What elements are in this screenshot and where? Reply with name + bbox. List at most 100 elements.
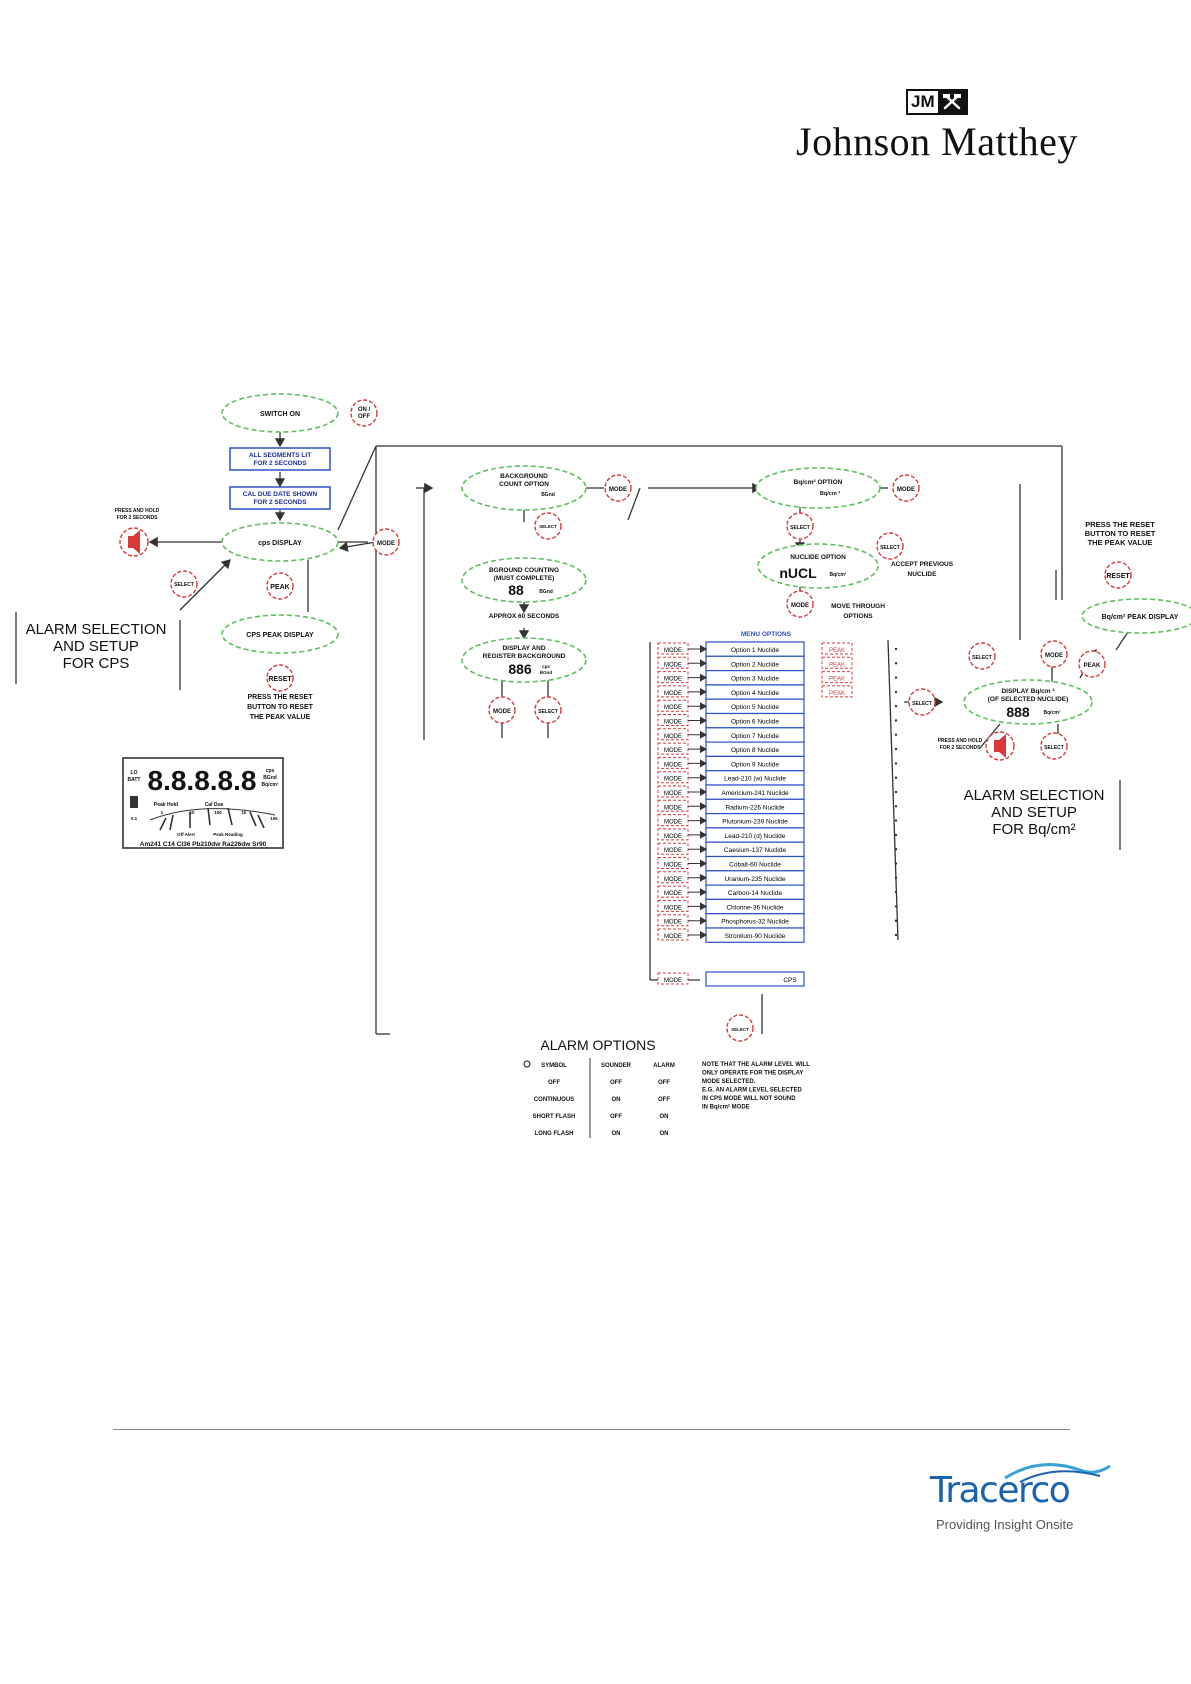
select-button-cps[interactable]: SELECT: [731, 1027, 749, 1032]
menu-item-label[interactable]: Option 2 Nuclide: [731, 661, 779, 668]
menu-mode-label[interactable]: MODE: [664, 677, 682, 683]
menu-mode-label[interactable]: MODE: [664, 834, 682, 840]
menu-dot: [894, 676, 898, 679]
menu-peak-button[interactable]: [821, 671, 853, 684]
menu-item-label[interactable]: Lead-210 (d) Nuclide: [725, 833, 786, 840]
display-register-bgnd: BGnd: [540, 670, 552, 675]
menu-mode-label[interactable]: MODE: [664, 877, 682, 883]
menu-mode-label[interactable]: MODE: [664, 748, 682, 754]
menu-mode-label[interactable]: MODE: [664, 691, 682, 697]
lcd-peak-reading-label: Peak Reading: [213, 832, 243, 837]
cps-menu-item-label[interactable]: CPS: [783, 977, 797, 984]
menu-peak-button[interactable]: [821, 685, 853, 698]
menu-item-label[interactable]: Uranium-235 Nuclide: [724, 876, 785, 883]
nuclide-option-line-0: NUCLIDE OPTION: [790, 554, 846, 561]
menu-item-label[interactable]: Lead-210 (w) Nuclide: [724, 776, 786, 783]
select-button-3[interactable]: SELECT: [538, 709, 558, 715]
menu-mode-label[interactable]: MODE: [664, 848, 682, 854]
menu-mode-label[interactable]: MODE: [664, 863, 682, 869]
mode-button-4[interactable]: MODE: [897, 487, 915, 493]
menu-mode-label[interactable]: MODE: [664, 820, 682, 826]
bkg-select-button[interactable]: SELECT: [539, 524, 557, 529]
reset-button-left[interactable]: RESET: [268, 676, 292, 683]
menu-peak-label[interactable]: PEAK: [829, 648, 845, 654]
select-button-left[interactable]: SELECT: [174, 582, 194, 588]
display-register-line-0: DISPLAY AND: [502, 645, 545, 652]
menu-mode-label[interactable]: MODE: [664, 705, 682, 711]
menu-mode-label[interactable]: MODE: [664, 720, 682, 726]
menu-mode-label[interactable]: MODE: [664, 934, 682, 940]
menu-peak-button[interactable]: [821, 642, 853, 655]
menu-item-label[interactable]: Strontium-90 Nuclide: [725, 933, 786, 940]
lcd-bgnd-label: BGnd: [263, 775, 277, 781]
menu-item-label[interactable]: Option 8 Nuclide: [731, 747, 779, 754]
menu-item-label[interactable]: Radium-226 Nuclide: [726, 804, 785, 811]
menu-mode-label[interactable]: MODE: [664, 662, 682, 668]
alarm-options-cell-3-1: ON: [612, 1131, 621, 1137]
select-button-right-1[interactable]: SELECT: [972, 655, 992, 661]
menu-dot: [894, 919, 898, 922]
on-off-button-line-0[interactable]: ON /: [358, 407, 371, 413]
select-button-right-2[interactable]: SELECT: [912, 701, 932, 707]
menu-mode-label[interactable]: MODE: [664, 762, 682, 768]
lcd-scale-0: 0.1: [131, 816, 138, 821]
alarm-options-cell-0-2: OFF: [658, 1080, 670, 1086]
alarm-options-cell-0-0: OFF: [548, 1080, 560, 1086]
menu-item-label[interactable]: Phosphorus-32 Nuclide: [721, 919, 789, 926]
mode-button-3[interactable]: MODE: [493, 709, 511, 715]
menu-mode-label[interactable]: MODE: [664, 920, 682, 926]
menu-mode-label[interactable]: MODE: [664, 648, 682, 654]
menu-item-label[interactable]: Option 7 Nuclide: [731, 733, 779, 740]
jm-logo: JM: [906, 89, 968, 115]
menu-item-label[interactable]: Carbon-14 Nuclide: [728, 890, 783, 897]
alarm-note-line-5: IN Bq/cm² MODE: [702, 1104, 750, 1111]
menu-item-label[interactable]: Caesium-137 Nuclide: [724, 847, 787, 854]
menu-mode-label[interactable]: MODE: [664, 891, 682, 897]
move-through-label-line-1: OPTIONS: [843, 613, 873, 620]
menu-peak-label[interactable]: PEAK: [829, 677, 845, 683]
menu-mode-label[interactable]: MODE: [664, 805, 682, 811]
menu-mode-label[interactable]: MODE: [664, 791, 682, 797]
mode-button-2[interactable]: MODE: [609, 487, 627, 493]
menu-peak-label[interactable]: PEAK: [829, 662, 845, 668]
menu-item-label[interactable]: Option 9 Nuclide: [731, 761, 779, 768]
cps-mode-label[interactable]: MODE: [664, 978, 682, 984]
menu-item-label[interactable]: Americium-241 Nuclide: [721, 790, 789, 797]
menu-mode-label[interactable]: MODE: [664, 734, 682, 740]
menu-item-label[interactable]: Option 1 Nuclide: [731, 647, 779, 654]
mode-button-1[interactable]: MODE: [377, 541, 395, 547]
lcd-cps-label: cps: [266, 768, 275, 774]
mode-button-right[interactable]: MODE: [1045, 653, 1063, 659]
menu-item-label[interactable]: Cobalt-60 Nuclide: [729, 862, 781, 869]
peak-button-left[interactable]: PEAK: [270, 584, 289, 591]
menu-peak-label[interactable]: PEAK: [829, 691, 845, 697]
lcd-display: [122, 757, 284, 849]
menu-item-label[interactable]: Option 6 Nuclide: [731, 719, 779, 726]
press-hold-left-label-line-1: FOR 2 SECONDS: [117, 515, 159, 521]
menu-item-label[interactable]: Option 5 Nuclide: [731, 704, 779, 711]
move-through-label-line-0: MOVE THROUGH: [831, 603, 885, 610]
cps-peak-display-label: CPS PEAK DISPLAY: [246, 632, 314, 639]
bkg-counting-line-0: BGROUND COUNTING: [489, 567, 559, 574]
menu-item-label[interactable]: Option 4 Nuclide: [731, 690, 779, 697]
cps-mode-button[interactable]: [657, 972, 689, 985]
cps-menu-item[interactable]: [705, 971, 805, 987]
menu-dot: [894, 762, 898, 765]
select-button-4[interactable]: SELECT: [790, 525, 810, 531]
on-off-button-line-1[interactable]: OFF: [358, 414, 370, 420]
alarm-options-header-2: ALARM: [653, 1063, 675, 1069]
peak-button-right[interactable]: PEAK: [1084, 663, 1101, 669]
menu-mode-label[interactable]: MODE: [664, 777, 682, 783]
reset-button-right[interactable]: RESET: [1106, 573, 1130, 580]
select-button-right-3[interactable]: SELECT: [1044, 745, 1064, 751]
mode-button-5[interactable]: MODE: [791, 603, 809, 609]
menu-item-label[interactable]: Option 3 Nuclide: [731, 676, 779, 683]
bkg-option-line-0: BACKGROUND: [500, 473, 548, 480]
menu-item-label[interactable]: Plutonium-239 Nuclide: [722, 819, 788, 826]
menu-peak-button[interactable]: [821, 656, 853, 669]
select-button-accept[interactable]: SELECT: [880, 545, 900, 551]
menu-item-label[interactable]: Chlorine-36 Nuclide: [726, 904, 783, 911]
lcd-scale-5: 10k: [270, 816, 278, 821]
menu-mode-label[interactable]: MODE: [664, 905, 682, 911]
alarm-cps-title-line-1: AND SETUP: [53, 638, 139, 655]
